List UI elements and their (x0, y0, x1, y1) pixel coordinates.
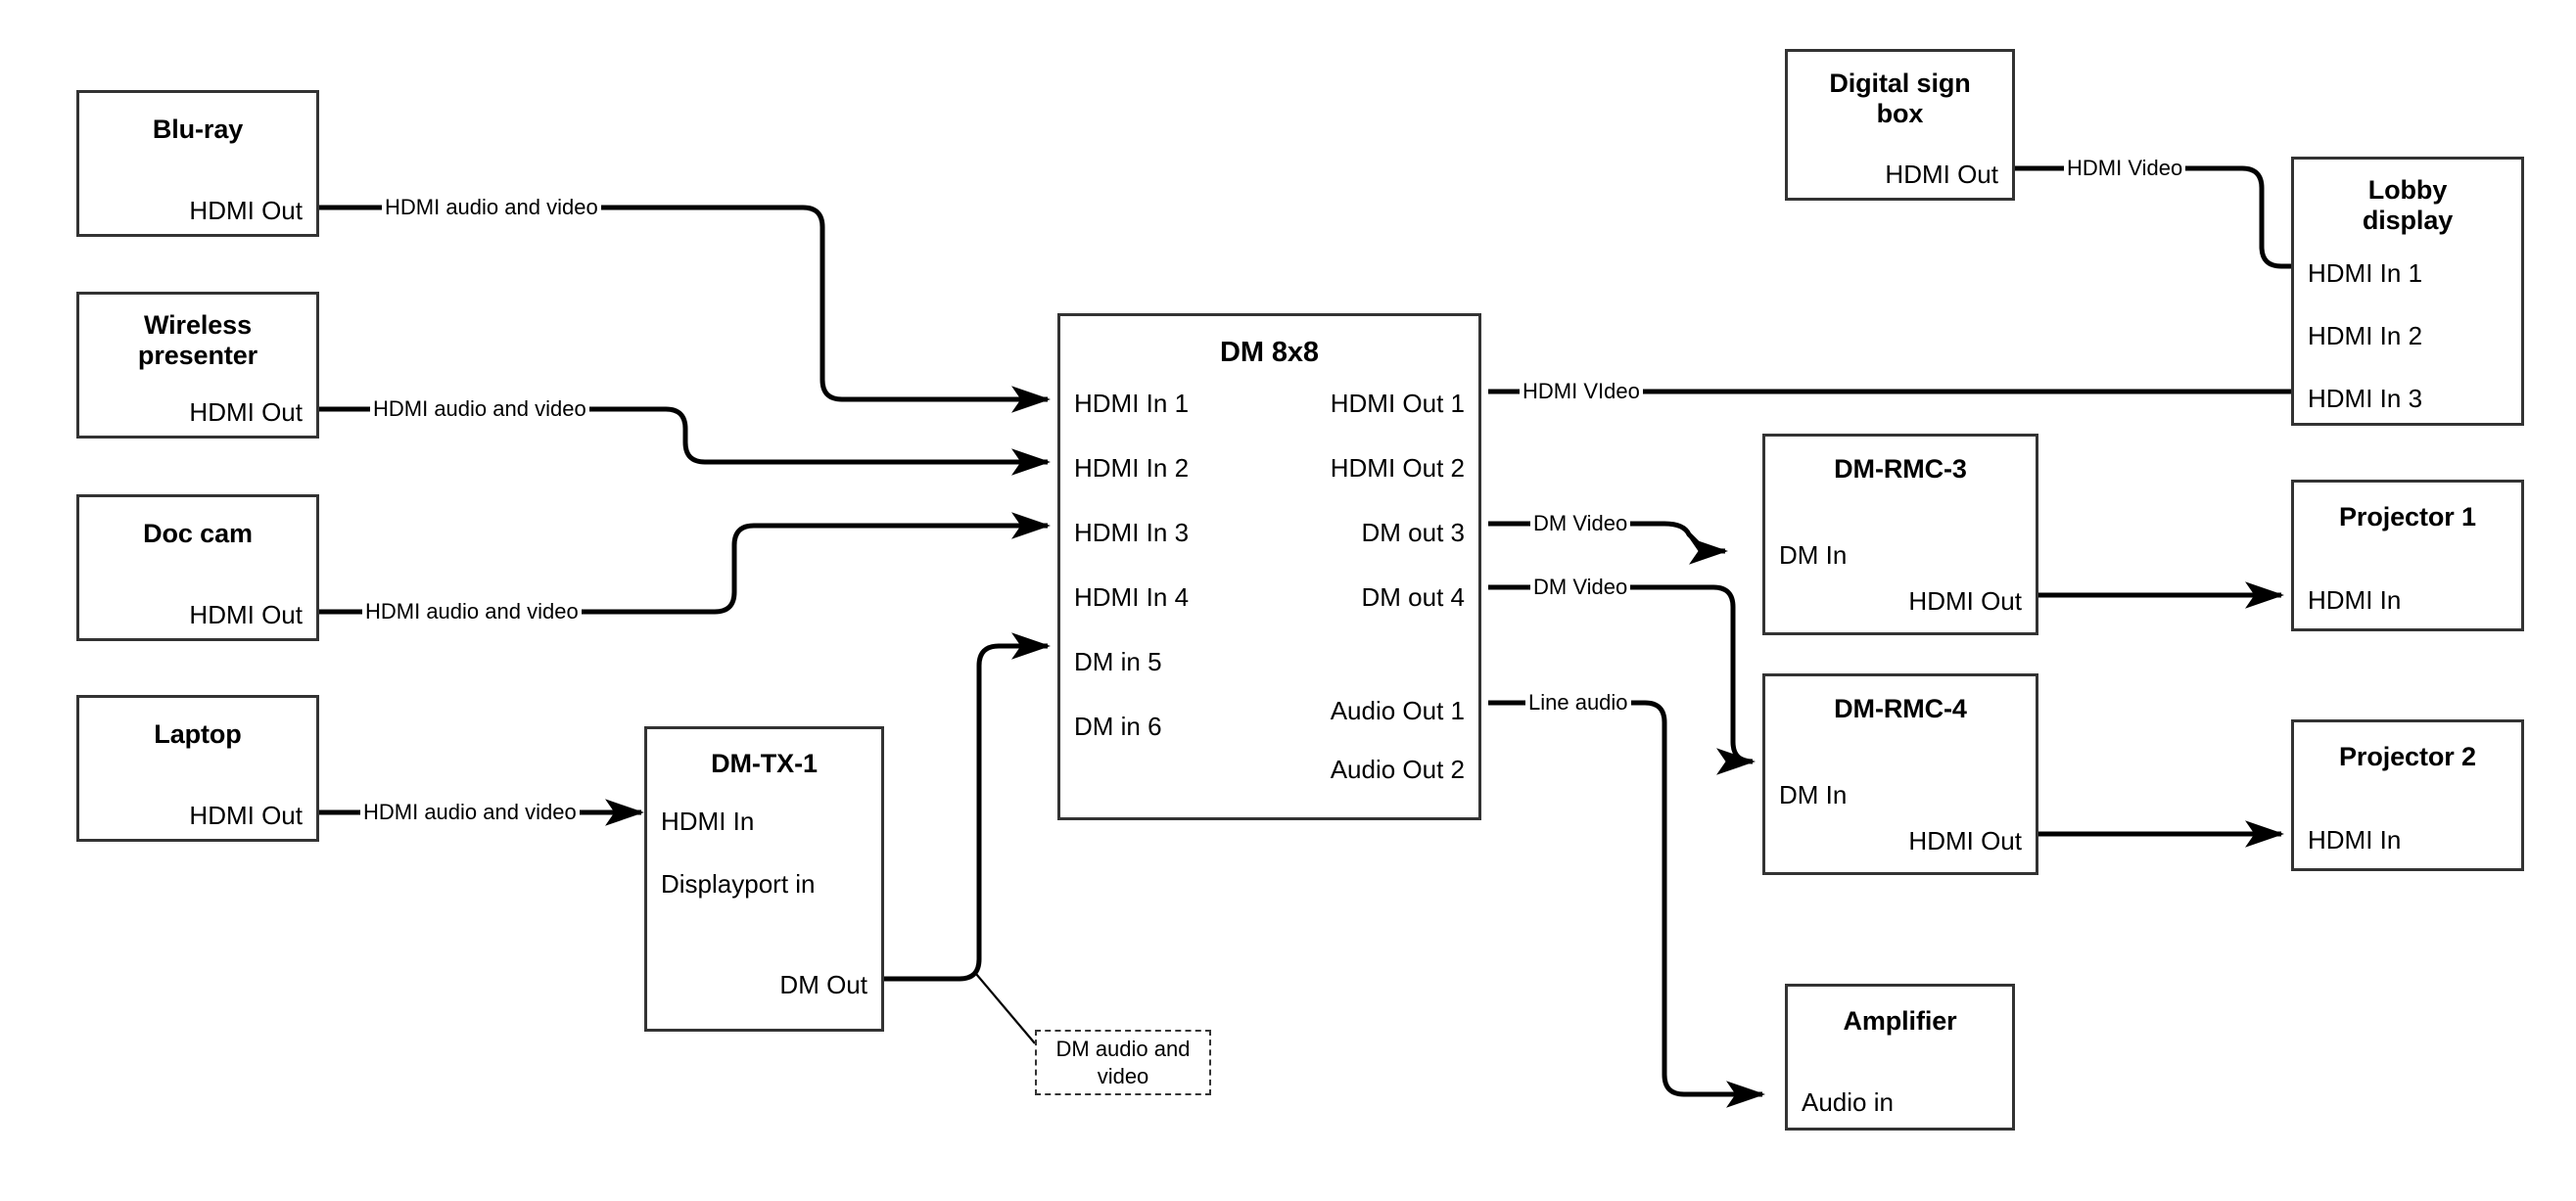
dm-tx-1-title: DM-TX-1 (711, 749, 818, 778)
dm-rmc-4-port-dm-in: DM In (1779, 780, 1848, 809)
lobby-display-port-hdmi-in-1: HDMI In 1 (2308, 258, 2423, 288)
wire-dm-out-4-to-rmc4 (1488, 584, 1756, 775)
node-dm-tx-1[interactable]: DM-TX-1 HDMI In Displayport in DM Out (644, 726, 884, 1032)
edge-label-dm-out-3-to-rmc3: DM Video (1530, 513, 1631, 534)
dm-tx-1-port-dm-out: DM Out (779, 970, 867, 999)
edge-label-bluray-to-hdmi-in-1: HDMI audio and video (382, 197, 601, 218)
node-lobby-display[interactable]: Lobby display HDMI In 1 HDMI In 2 HDMI I… (2291, 157, 2524, 426)
dm-8x8-port-dm-in-6: DM in 6 (1074, 712, 1162, 741)
edge-label-dm-out-4-to-rmc4: DM Video (1530, 577, 1631, 598)
projector-1-title: Projector 1 (2339, 502, 2476, 531)
projector-2-title: Projector 2 (2339, 742, 2476, 771)
leader-dm-audio-video-callout (975, 973, 1036, 1044)
edge-label-doccam-to-hdmi-in-3: HDMI audio and video (362, 601, 582, 623)
dm-rmc-3-port-dm-in: DM In (1779, 540, 1848, 570)
node-wireless-presenter[interactable]: Wireless presenter HDMI Out (76, 292, 319, 439)
lobby-display-port-hdmi-in-2: HDMI In 2 (2308, 321, 2423, 350)
doc-cam-port-hdmi-out: HDMI Out (189, 600, 303, 629)
digital-sign-box-title: Digital sign box (1829, 69, 1971, 129)
dm-8x8-port-audio-out-2: Audio Out 2 (1330, 755, 1465, 784)
dm-8x8-port-hdmi-in-3: HDMI In 3 (1074, 518, 1190, 547)
node-laptop[interactable]: Laptop HDMI Out (76, 695, 319, 842)
node-bluray[interactable]: Blu-ray HDMI Out (76, 90, 319, 237)
edge-label-sign-to-lobby: HDMI Video (2064, 158, 2186, 179)
dm-8x8-port-hdmi-in-2: HDMI In 2 (1074, 453, 1190, 483)
dm-tx-1-port-displayport-in: Displayport in (661, 869, 816, 899)
dm-8x8-port-dm-out-4: DM out 4 (1361, 582, 1466, 612)
wire-audio-out-1-to-amplifier (1488, 700, 1765, 1108)
wire-sign-to-lobby-hdmi-in-1 (2014, 165, 2335, 280)
projector-1-port-hdmi-in: HDMI In (2308, 585, 2402, 615)
node-projector-2[interactable]: Projector 2 HDMI In (2291, 719, 2524, 871)
dm-8x8-port-hdmi-in-1: HDMI In 1 (1074, 389, 1190, 418)
edge-label-hdmi-out-1-to-lobby: HDMI VIdeo (1520, 381, 1643, 402)
node-projector-1[interactable]: Projector 1 HDMI In (2291, 480, 2524, 631)
node-dm-rmc-4[interactable]: DM-RMC-4 DM In HDMI Out (1762, 673, 2038, 875)
dm-8x8-port-hdmi-out-1: HDMI Out 1 (1330, 389, 1465, 418)
node-amplifier[interactable]: Amplifier Audio in (1785, 984, 2015, 1131)
dm-rmc-3-title: DM-RMC-3 (1834, 454, 1967, 484)
bluray-title: Blu-ray (152, 115, 244, 144)
callout-dm-audio-and-video: DM audio and video (1035, 1030, 1211, 1095)
node-dm-rmc-3[interactable]: DM-RMC-3 DM In HDMI Out (1762, 434, 2038, 635)
edge-label-wireless-to-hdmi-in-2: HDMI audio and video (370, 398, 589, 420)
wire-dmtx1-to-dm-in-5 (881, 632, 1051, 982)
amplifier-title: Amplifier (1843, 1006, 1957, 1036)
laptop-port-hdmi-out: HDMI Out (189, 801, 303, 830)
digital-sign-box-port-hdmi-out: HDMI Out (1885, 160, 1998, 189)
dm-8x8-port-audio-out-1: Audio Out 1 (1330, 696, 1465, 725)
lobby-display-title: Lobby display (2362, 175, 2454, 236)
wire-bluray-to-hdmi-in-1 (318, 205, 1051, 413)
amplifier-port-audio-in: Audio in (1802, 1087, 1894, 1117)
edge-label-laptop-to-dmtx1: HDMI audio and video (360, 802, 580, 823)
edge-label-audio-out-1-to-amplifier: Line audio (1525, 692, 1631, 714)
lobby-display-port-hdmi-in-3: HDMI In 3 (2308, 384, 2423, 413)
laptop-title: Laptop (154, 719, 242, 749)
dm-8x8-title: DM 8x8 (1220, 337, 1319, 368)
dm-8x8-port-hdmi-in-4: HDMI In 4 (1074, 582, 1190, 612)
doc-cam-title: Doc cam (143, 519, 253, 548)
dm-8x8-port-dm-in-5: DM in 5 (1074, 647, 1162, 676)
dm-rmc-4-title: DM-RMC-4 (1834, 694, 1967, 723)
dm-rmc-3-port-hdmi-out: HDMI Out (1908, 586, 2022, 616)
dm-tx-1-port-hdmi-in: HDMI In (661, 807, 755, 836)
node-dm-8x8[interactable]: DM 8x8 HDMI In 1 HDMI In 2 HDMI In 3 HDM… (1057, 313, 1481, 820)
dm-8x8-port-hdmi-out-2: HDMI Out 2 (1330, 453, 1465, 483)
dm-8x8-port-dm-out-3: DM out 3 (1361, 518, 1466, 547)
wireless-presenter-port-hdmi-out: HDMI Out (189, 397, 303, 427)
node-digital-sign-box[interactable]: Digital sign box HDMI Out (1785, 49, 2015, 201)
node-doc-cam[interactable]: Doc cam HDMI Out (76, 494, 319, 641)
wireless-presenter-title: Wireless presenter (137, 310, 258, 371)
bluray-port-hdmi-out: HDMI Out (189, 196, 303, 225)
projector-2-port-hdmi-in: HDMI In (2308, 825, 2402, 855)
dm-rmc-4-port-hdmi-out: HDMI Out (1908, 826, 2022, 855)
